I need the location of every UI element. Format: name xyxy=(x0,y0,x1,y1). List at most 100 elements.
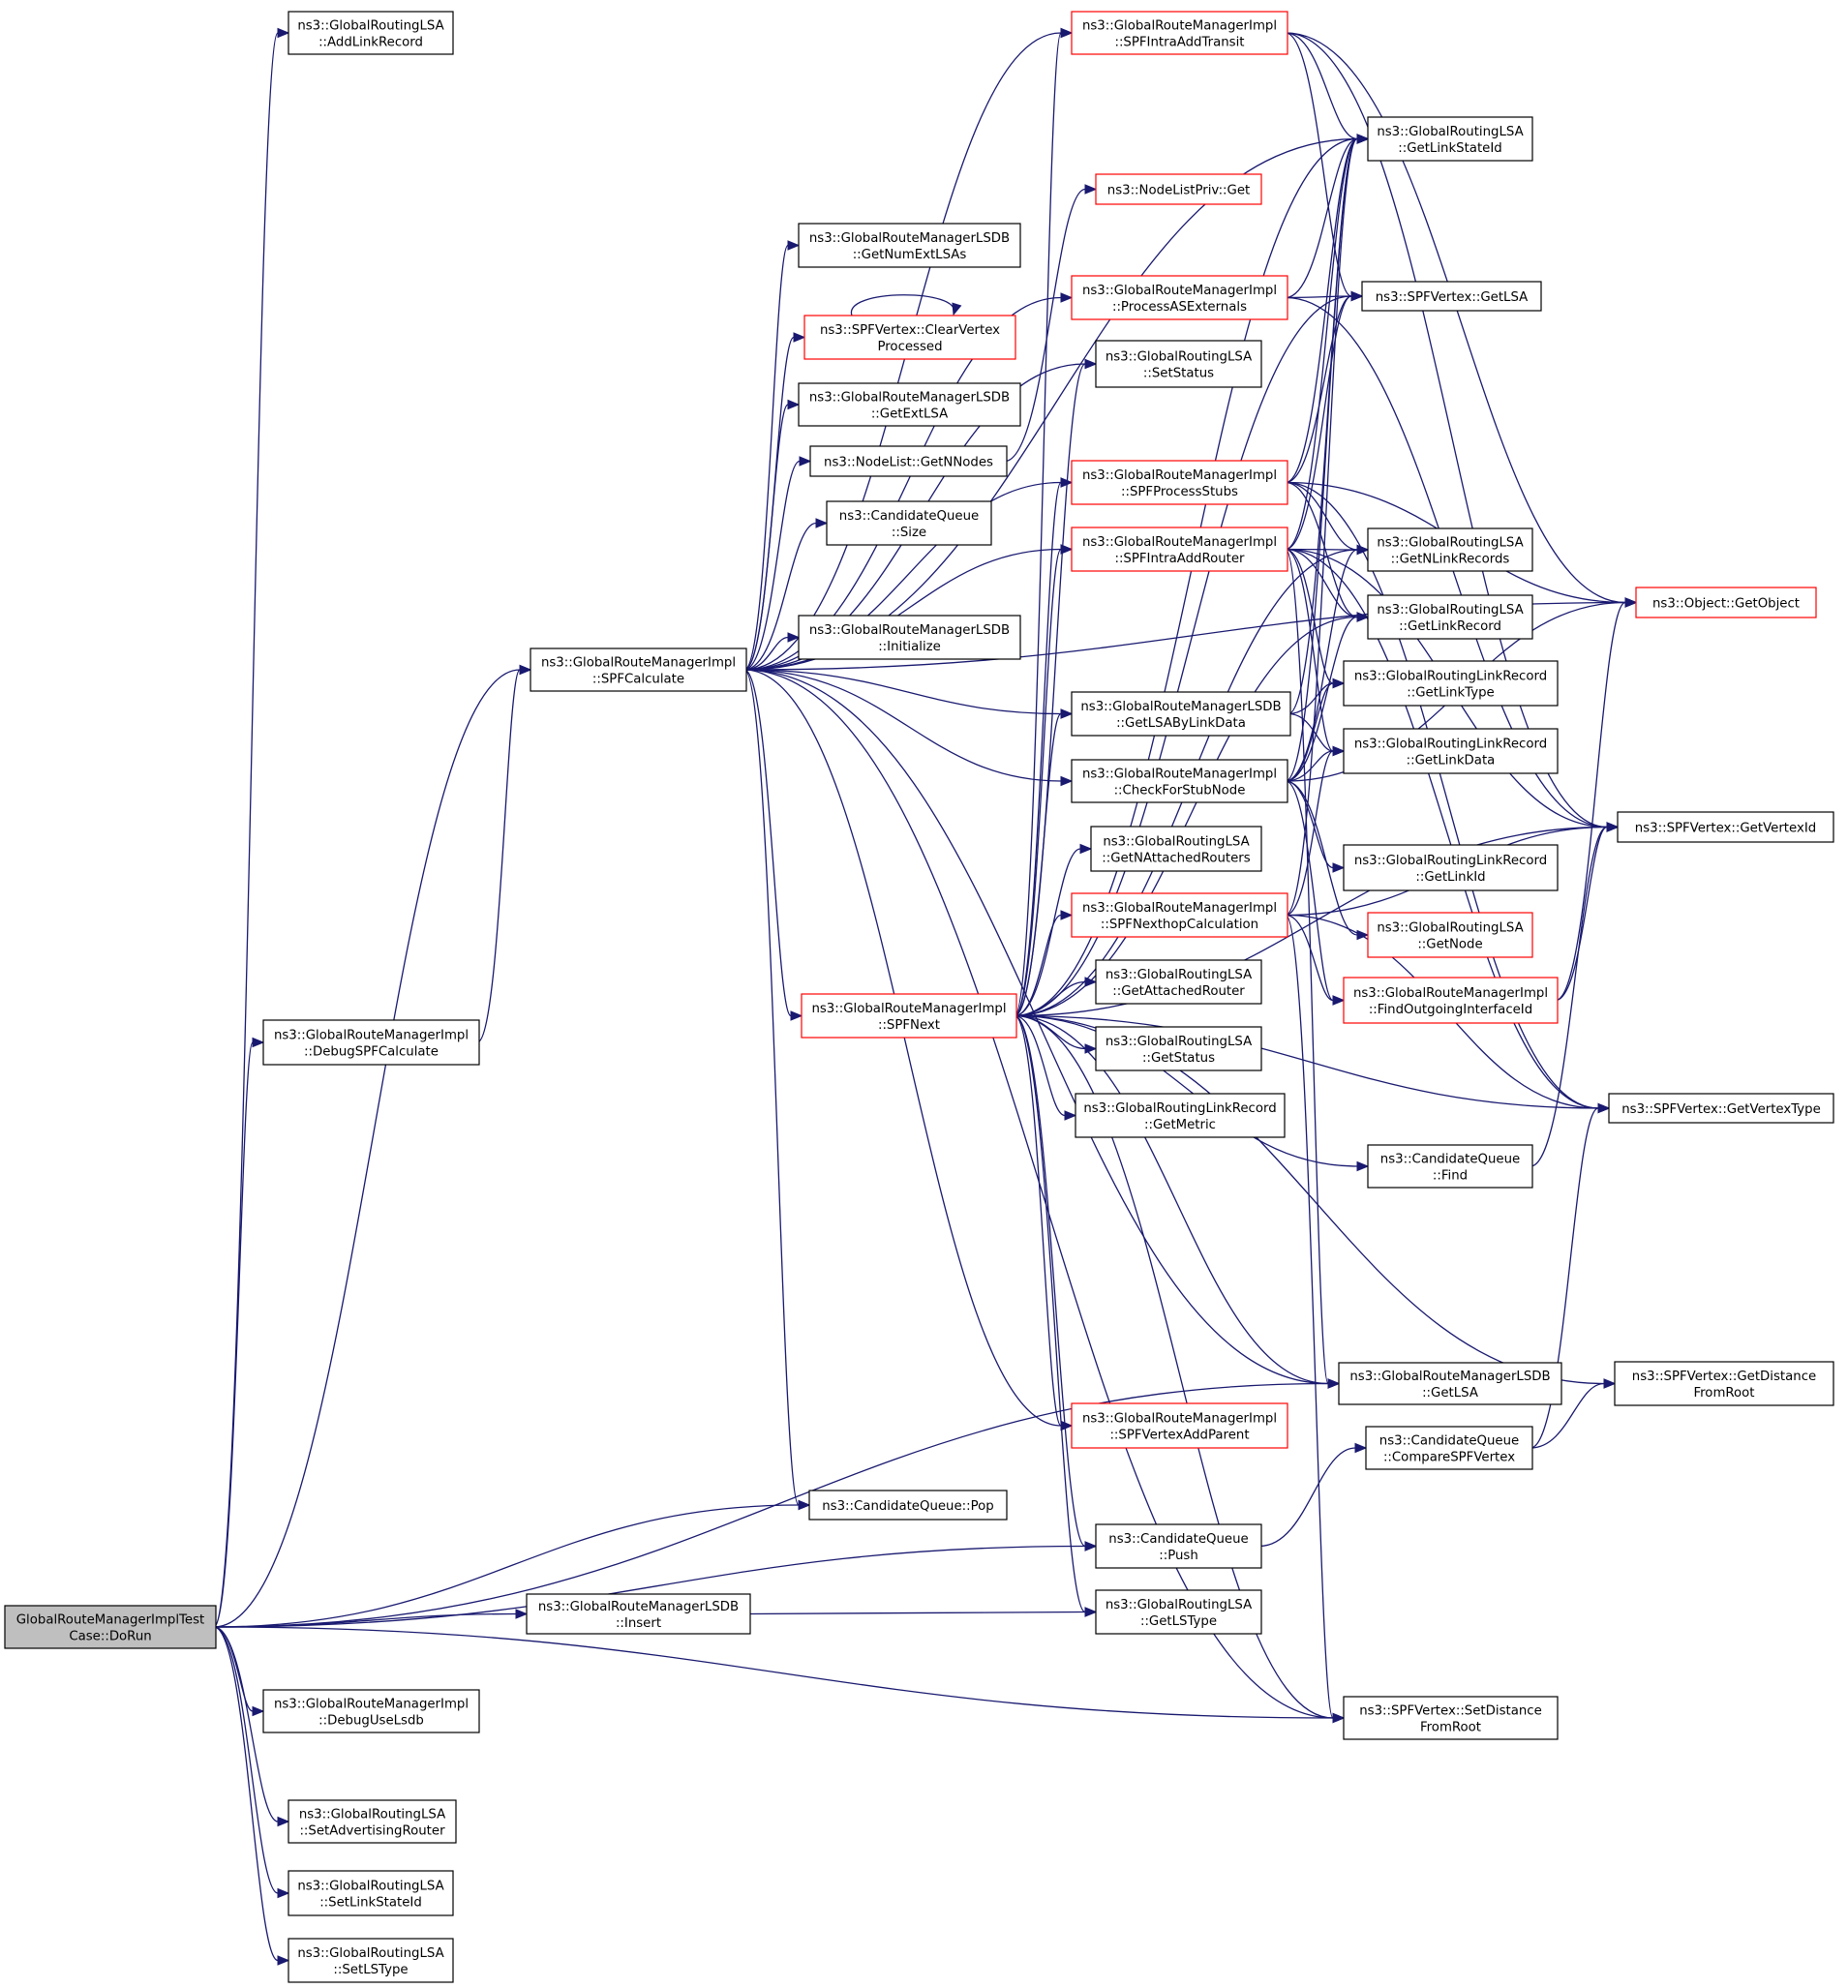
node-box xyxy=(262,1689,480,1733)
node-setLinkStateId[interactable]: ns3::GlobalRoutingLSA::SetLinkStateId xyxy=(288,1870,454,1916)
edge-line xyxy=(213,1626,279,1822)
node-vertexGetLSA[interactable]: ns3::SPFVertex::GetLSA xyxy=(1361,281,1542,312)
node-box xyxy=(1617,811,1834,843)
edge-spfNext-to-vertexGetLSA xyxy=(1014,290,1364,1017)
node-setStatus[interactable]: ns3::GlobalRoutingLSA::SetStatus xyxy=(1095,340,1262,388)
node-box xyxy=(1367,594,1533,640)
node-cqFind[interactable]: ns3::CandidateQueue::Find xyxy=(1367,1144,1533,1189)
node-getNumExtLSAs[interactable]: ns3::GlobalRouteManagerLSDB::GetNumExtLS… xyxy=(798,223,1021,268)
node-label-line: ::GetLinkRecord xyxy=(1399,619,1501,634)
node-getLinkType[interactable]: ns3::GlobalRoutingLinkRecord::GetLinkTyp… xyxy=(1343,660,1559,707)
node-cqPop[interactable]: ns3::CandidateQueue::Pop xyxy=(808,1490,1008,1521)
node-spfNext[interactable]: ns3::GlobalRouteManagerImpl::SPFNext xyxy=(801,993,1017,1039)
node-getLinkStateId[interactable]: ns3::GlobalRoutingLSA::GetLinkStateId xyxy=(1367,116,1533,162)
node-getExtLSA[interactable]: ns3::GlobalRouteManagerLSDB::GetExtLSA xyxy=(798,382,1021,427)
edge-spfCalculate-to-cqSize xyxy=(743,518,829,671)
edge-nexthopCalc-to-setDistance xyxy=(1285,914,1346,1724)
edge-spfCalculate-to-getLSAByLinkData xyxy=(743,669,1074,719)
node-intraAddTransit[interactable]: ns3::GlobalRouteManagerImpl::SPFIntraAdd… xyxy=(1071,11,1288,55)
node-getLinkRecord[interactable]: ns3::GlobalRoutingLSA::GetLinkRecord xyxy=(1367,594,1533,640)
node-setLSType[interactable]: ns3::GlobalRoutingLSA::SetLSType xyxy=(288,1938,454,1983)
node-debugUseLsdb[interactable]: ns3::GlobalRouteManagerImpl::DebugUseLsd… xyxy=(262,1689,480,1733)
node-label-line: ns3::GlobalRouteManagerImpl xyxy=(541,656,736,671)
edge-arrowhead xyxy=(1332,862,1346,873)
node-spfCalculate[interactable]: ns3::GlobalRouteManagerImpl::SPFCalculat… xyxy=(530,648,747,692)
node-label-line: ns3::GlobalRoutingLSA xyxy=(1106,968,1252,982)
node-label-line: ns3::NodeList::GetNNodes xyxy=(824,456,993,470)
edge-line xyxy=(1014,295,1352,1017)
node-nexthopCalc[interactable]: ns3::GlobalRouteManagerImpl::SPFNexthopC… xyxy=(1071,892,1288,938)
node-label-line: ::GetNLinkRecords xyxy=(1391,553,1510,567)
edge-line xyxy=(1285,295,1352,484)
node-checkStub[interactable]: ns3::GlobalRouteManagerImpl::CheckForStu… xyxy=(1071,759,1288,803)
node-cqSize[interactable]: ns3::CandidateQueue::Size xyxy=(826,500,992,546)
edge-clearVertex-to-clearVertex xyxy=(851,294,962,316)
node-label-line: ns3::CandidateQueue xyxy=(1380,1153,1520,1167)
edge-line xyxy=(1014,1014,1329,1385)
node-getNLinkRecords[interactable]: ns3::GlobalRoutingLSA::GetNLinkRecords xyxy=(1367,527,1533,572)
node-label-line: ::GetMetric xyxy=(1144,1118,1216,1132)
node-label-line: ns3::GlobalRoutingLSA xyxy=(297,1946,443,1961)
node-debugSPF[interactable]: ns3::GlobalRouteManagerImpl::DebugSPFCal… xyxy=(262,1019,480,1066)
node-label-line: ::Push xyxy=(1159,1549,1198,1563)
node-intraAddRouter[interactable]: ns3::GlobalRouteManagerImpl::SPFIntraAdd… xyxy=(1071,527,1288,572)
edge-line xyxy=(1014,1014,1334,1719)
node-vertexAddParent[interactable]: ns3::GlobalRouteManagerImpl::SPFVertexAd… xyxy=(1071,1402,1288,1449)
edge-nexthopCalc-to-getLinkStateId xyxy=(1285,134,1370,917)
node-box xyxy=(288,1799,457,1844)
node-processStubs[interactable]: ns3::GlobalRouteManagerImpl::SPFProcessS… xyxy=(1071,460,1288,505)
node-label-line: ::SPFProcessStubs xyxy=(1121,485,1238,499)
node-getObject[interactable]: ns3::Object::GetObject xyxy=(1635,587,1817,618)
node-label-line: ::CompareSPFVertex xyxy=(1383,1451,1515,1465)
node-box xyxy=(1071,275,1288,320)
edge-line xyxy=(743,669,1062,715)
node-getLSAByLinkData[interactable]: ns3::GlobalRouteManagerLSDB::GetLSAByLin… xyxy=(1071,691,1291,737)
node-label-line: ::SetStatus xyxy=(1143,367,1214,381)
node-processASExt[interactable]: ns3::GlobalRouteManagerImpl::ProcessASEx… xyxy=(1071,275,1288,320)
node-box xyxy=(826,500,992,546)
node-lsdbInitialize[interactable]: ns3::GlobalRouteManagerLSDB::Initialize xyxy=(798,615,1021,660)
node-lsdbInsert[interactable]: ns3::GlobalRouteManagerLSDB::Insert xyxy=(526,1593,751,1635)
node-getNNodes[interactable]: ns3::NodeList::GetNNodes xyxy=(809,445,1008,477)
edge-line xyxy=(743,481,1062,671)
node-getMetric[interactable]: ns3::GlobalRoutingLinkRecord::GetMetric xyxy=(1075,1093,1286,1138)
edge-line xyxy=(213,32,279,1628)
node-getStatus[interactable]: ns3::GlobalRoutingLSA::GetStatus xyxy=(1095,1026,1262,1071)
edge-arrowhead xyxy=(1332,745,1346,757)
node-cqPush[interactable]: ns3::CandidateQueue::Push xyxy=(1095,1523,1262,1569)
node-getNAttached[interactable]: ns3::GlobalRoutingLSA::GetNAttachedRoute… xyxy=(1090,826,1262,872)
node-setAdvRouter[interactable]: ns3::GlobalRoutingLSA::SetAdvertisingRou… xyxy=(288,1799,457,1844)
node-getLinkData[interactable]: ns3::GlobalRoutingLinkRecord::GetLinkDat… xyxy=(1343,728,1559,774)
node-getAttachedRouter[interactable]: ns3::GlobalRoutingLSA::GetAttachedRouter xyxy=(1095,959,1262,1005)
node-getVertexType[interactable]: ns3::SPFVertex::GetVertexType xyxy=(1608,1093,1834,1124)
node-box xyxy=(1095,1026,1262,1071)
node-label-line: ::GetNumExtLSAs xyxy=(853,248,967,262)
node-getLinkId[interactable]: ns3::GlobalRoutingLinkRecord::GetLinkId xyxy=(1343,844,1559,891)
node-nodeListPrivGet[interactable]: ns3::NodeListPriv::Get xyxy=(1095,173,1262,205)
node-getVertexId[interactable]: ns3::SPFVertex::GetVertexId xyxy=(1617,811,1834,843)
edge-spfNext-to-processStubs xyxy=(1014,477,1074,1017)
node-label-line: ns3::GlobalRouteManagerLSDB xyxy=(809,231,1010,246)
node-getLSType[interactable]: ns3::GlobalRoutingLSA::GetLSType xyxy=(1095,1589,1262,1635)
node-cqCompare[interactable]: ns3::CandidateQueue::CompareSPFVertex xyxy=(1365,1426,1533,1470)
node-label-line: ns3::GlobalRoutingLinkRecord xyxy=(1354,854,1547,868)
node-label-line: ns3::SPFVertex::GetLSA xyxy=(1376,290,1528,305)
node-box xyxy=(1338,1362,1562,1405)
node-box xyxy=(288,1938,454,1983)
edge-arrowhead xyxy=(799,456,812,467)
node-lsdbGetLSA[interactable]: ns3::GlobalRouteManagerLSDB::GetLSA xyxy=(1338,1362,1562,1405)
edge-line xyxy=(743,336,795,671)
node-addLinkRecord[interactable]: ns3::GlobalRoutingLSA::AddLinkRecord xyxy=(288,11,454,55)
node-getNode[interactable]: ns3::GlobalRoutingLSA::GetNode xyxy=(1367,912,1533,958)
edge-arrowhead xyxy=(787,399,801,410)
node-box xyxy=(1071,460,1288,505)
edge-line xyxy=(1014,826,1608,1017)
node-findOutgoing[interactable]: ns3::GlobalRouteManagerImpl::FindOutgoin… xyxy=(1343,977,1559,1024)
edge-arrowhead xyxy=(515,1609,529,1619)
edge-arrowhead xyxy=(1084,977,1098,987)
